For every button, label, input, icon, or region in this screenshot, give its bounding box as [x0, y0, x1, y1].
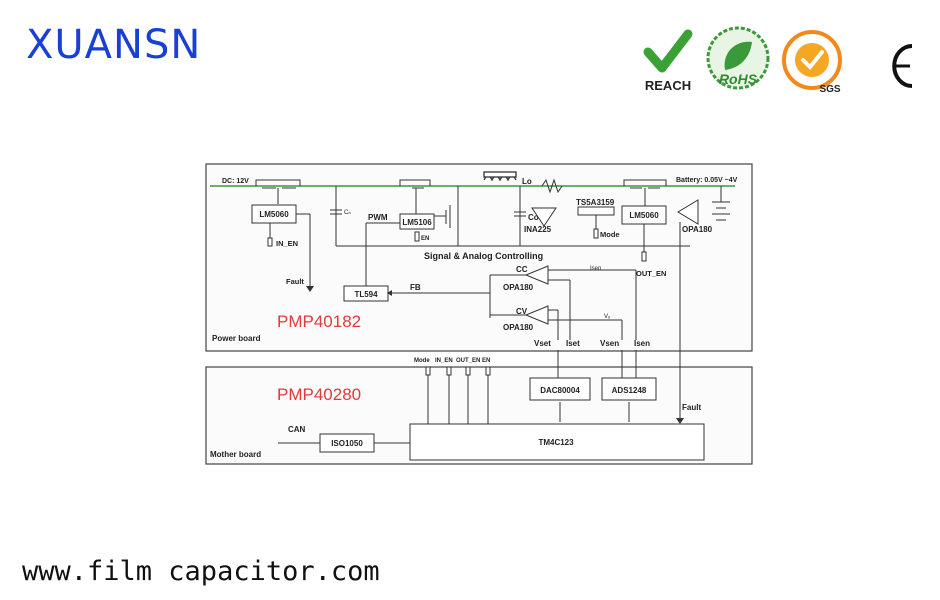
tm4c123-label: TM4C123 — [538, 438, 574, 447]
footer-url: www.film capacitor.com — [22, 556, 380, 587]
lm5106-label: LM5106 — [402, 218, 432, 227]
brand-logo-text: XUANSN — [26, 22, 202, 68]
tm4c123-block — [409, 423, 705, 461]
isen-label: Isen — [634, 339, 650, 348]
pin-in-en: IN_EN — [435, 358, 453, 364]
can-label: CAN — [288, 425, 306, 434]
ina225-amp — [531, 207, 557, 227]
en-label-power: EN — [421, 236, 429, 242]
power-board-outline — [205, 163, 753, 352]
mosfet-pair-mid — [399, 179, 431, 214]
dc-label: DC: 12V — [222, 178, 249, 185]
inductor-lo — [483, 171, 517, 182]
signal-analog-label: Signal & Analog Controlling — [424, 251, 543, 261]
mosfet-pair-left — [255, 179, 301, 204]
pwm-label: PWM — [368, 213, 388, 222]
ts5a3159-label: TS5A3159 — [576, 198, 615, 207]
sgs-label: SGS — [819, 84, 840, 95]
fb-label: FB — [410, 283, 421, 292]
vo-label: Vₒ — [604, 314, 611, 320]
in-en-label: IN_EN — [276, 239, 298, 248]
pmp40280-label: PMP40280 — [277, 385, 361, 404]
reach-logo: REACH — [643, 29, 693, 93]
ce-logo — [892, 44, 913, 88]
pin-en: EN — [482, 358, 490, 364]
shunt-resistor — [541, 178, 563, 194]
sgs-logo: SGS — [782, 30, 842, 95]
certification-logos: REACH RoHS SGS — [643, 26, 913, 95]
lm5106-block — [399, 213, 435, 230]
reach-label: REACH — [645, 78, 691, 93]
tl594-label: TL594 — [354, 290, 378, 299]
lm5060-left-label: LM5060 — [259, 210, 289, 219]
lm5060-right-label: LM5060 — [629, 211, 659, 220]
opa180-cc-label: OPA180 — [503, 283, 534, 292]
cv-amp — [524, 305, 549, 325]
cin-label: Cₙ — [344, 210, 351, 216]
out-en-label: OUT_EN — [636, 269, 666, 278]
fault-label-power: Fault — [286, 277, 304, 286]
pmp40182-label: PMP40182 — [277, 312, 361, 331]
ina225-label: INA225 — [524, 225, 552, 234]
rohs-label: RoHS — [719, 71, 758, 87]
fault-label-mother: Fault — [682, 403, 701, 412]
mosfet-pair-right — [623, 179, 667, 206]
lo-label: Lo — [522, 177, 532, 186]
mcu-pin-connectors — [425, 366, 491, 424]
rohs-logo: RoHS — [706, 26, 770, 90]
opa180-cv-label: OPA180 — [503, 323, 534, 332]
ads1248-block — [601, 377, 657, 401]
iso1050-label: ISO1050 — [331, 439, 363, 448]
battery-label: Battery: 0.05V ~4V — [676, 177, 738, 184]
mode-label-power: Mode — [600, 230, 620, 239]
iset-label: Iset — [566, 339, 580, 348]
ts5a3159-switch — [577, 206, 615, 216]
mother-board-label: Mother board — [210, 450, 261, 459]
cc-amp — [524, 265, 549, 285]
dac80004-label: DAC80004 — [540, 386, 580, 395]
ads1248-label: ADS1248 — [612, 386, 647, 395]
cc-label: CC — [516, 265, 528, 274]
vset-label: Vset — [534, 339, 551, 348]
low-side-mosfet — [434, 205, 451, 228]
vsen-label: Vsen — [600, 339, 619, 348]
power-board-label: Power board — [212, 334, 261, 343]
opa180-right-label: OPA180 — [682, 225, 713, 234]
battery-symbol — [712, 186, 730, 221]
isen-small-label: Isen — [590, 266, 601, 272]
dac80004-block — [529, 377, 591, 401]
pin-mode: Mode — [414, 358, 430, 364]
co-label: Co — [528, 213, 539, 222]
cv-label: CV — [516, 307, 528, 316]
opa180-right-amp — [677, 199, 699, 225]
pin-out-en: OUT_EN — [456, 358, 480, 364]
